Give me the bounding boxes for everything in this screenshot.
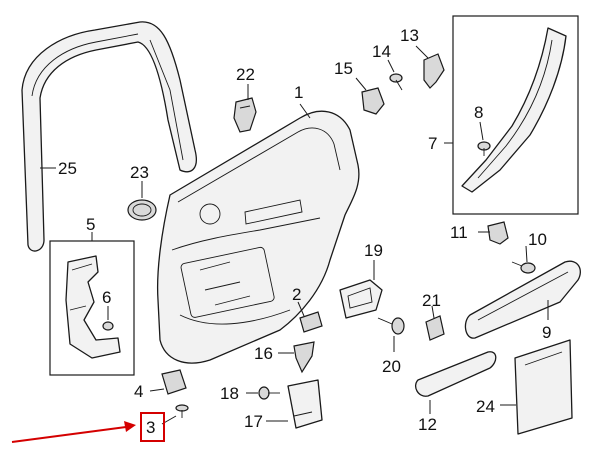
callout-14: 14 <box>372 42 391 61</box>
callout-13: 13 <box>400 26 419 45</box>
callout-10: 10 <box>528 230 547 249</box>
part-13-clip <box>415 45 445 89</box>
callout-24: 24 <box>476 397 495 416</box>
callout-17: 17 <box>244 412 263 431</box>
part-2-clip <box>297 301 323 333</box>
part-19-interior-handle <box>339 260 383 319</box>
callout-12: 12 <box>418 415 437 434</box>
part-16-pin <box>278 341 315 374</box>
callout-2: 2 <box>292 285 301 304</box>
part-22-clip <box>233 84 257 133</box>
part-6-screw <box>102 306 114 331</box>
callout-8: 8 <box>474 103 483 122</box>
part-4-clip <box>149 369 187 395</box>
callout-23: 23 <box>130 163 149 182</box>
callout-22: 22 <box>236 65 255 84</box>
callout-15: 15 <box>334 59 353 78</box>
callout-4: 4 <box>134 382 143 401</box>
callout-16: 16 <box>254 344 273 363</box>
callout-25: 25 <box>58 159 77 178</box>
part-21-cap <box>425 305 445 341</box>
part-10-screw <box>511 245 536 274</box>
part-24-panel <box>500 339 573 435</box>
part-5-bracket <box>65 255 121 359</box>
part-17-bracket <box>266 379 323 429</box>
part-1-door-trim-panel <box>156 103 360 364</box>
part-25-window-channel <box>21 21 197 252</box>
callout-5: 5 <box>86 215 95 234</box>
callout-18: 18 <box>220 384 239 403</box>
callout-19: 19 <box>364 241 383 260</box>
callout-9: 9 <box>542 323 551 342</box>
part-14-screw <box>387 59 403 91</box>
highlight-box <box>140 412 165 442</box>
part-9-armrest <box>464 260 581 339</box>
part-12-pull-strip <box>414 351 497 414</box>
callout-3: 3 <box>146 418 155 437</box>
highlight-arrowhead <box>124 421 136 432</box>
callout-11: 11 <box>450 223 468 242</box>
highlight-arrow <box>11 426 127 443</box>
callout-20: 20 <box>382 357 401 376</box>
part-23-grommet <box>127 181 157 221</box>
callout-7: 7 <box>428 134 437 153</box>
part-15-bracket <box>355 77 385 115</box>
part-8-screw <box>477 121 491 156</box>
part-7-pillar-trim <box>461 27 567 193</box>
callout-6: 6 <box>102 288 111 307</box>
group-box-7 <box>452 15 579 215</box>
part-11-bracket <box>478 221 509 245</box>
part-18-screw <box>246 386 280 400</box>
part-3-pin <box>161 404 189 425</box>
callout-1: 1 <box>294 83 303 102</box>
part-20-bolt <box>377 317 405 352</box>
callout-21: 21 <box>422 291 441 310</box>
